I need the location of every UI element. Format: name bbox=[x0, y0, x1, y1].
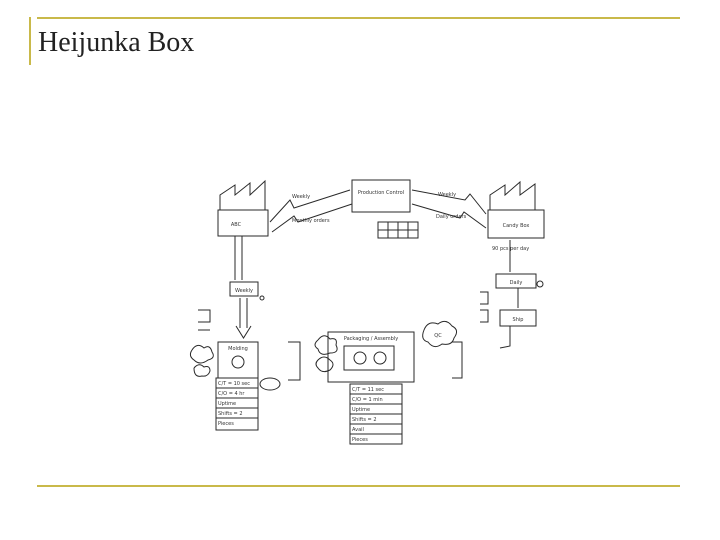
table1-row: Shifts = 2 bbox=[218, 411, 243, 417]
process-1-data-table bbox=[215, 377, 259, 431]
sketch-svg: ABC Production Control Candy Box Weekly … bbox=[189, 179, 545, 445]
qc-cloud-icon bbox=[422, 320, 458, 348]
qc-label: QC bbox=[434, 333, 442, 339]
supply-arrow bbox=[234, 236, 243, 280]
heijunka-value-stream-sketch: ABC Production Control Candy Box Weekly … bbox=[180, 170, 560, 450]
weekly-right-label: Weekly bbox=[438, 192, 456, 198]
process-2-box bbox=[327, 331, 415, 383]
table1-row: C/T = 10 sec bbox=[218, 381, 250, 387]
daily-truck-label: Daily bbox=[510, 280, 523, 286]
table2-row: Pieces bbox=[352, 437, 368, 443]
slide-title: Heijunka Box bbox=[38, 27, 195, 58]
customer-label: Candy Box bbox=[503, 223, 530, 229]
production-control-box bbox=[351, 179, 411, 213]
weekly-truck-icon bbox=[229, 281, 259, 297]
table2-row: Shifts = 2 bbox=[352, 417, 377, 423]
shipping-label: Ship bbox=[513, 317, 524, 323]
table1-row: Pieces bbox=[218, 421, 234, 427]
supplier-factory-icon bbox=[217, 179, 269, 237]
process-2-label: Packaging / Assembly bbox=[344, 336, 398, 342]
daily-orders-label: Daily orders bbox=[436, 214, 467, 220]
monthly-orders-label: Monthly orders bbox=[292, 218, 330, 224]
process-1-label: Molding bbox=[228, 346, 248, 352]
customer-demand-label: 90 pcs per day bbox=[492, 246, 529, 252]
left-accent-rule bbox=[29, 17, 31, 65]
table1-row: Uptime bbox=[218, 401, 236, 407]
table1-row: C/O = 4 hr bbox=[218, 391, 245, 397]
table2-row: C/O = 1 min bbox=[352, 397, 383, 403]
table2-row: C/T = 11 sec bbox=[352, 387, 384, 393]
customer-factory-icon bbox=[487, 180, 545, 239]
table2-row: Avail bbox=[352, 427, 364, 433]
production-control-label: Production Control bbox=[358, 190, 404, 196]
bottom-accent-rule bbox=[37, 485, 680, 487]
weekly-truck-label: Weekly bbox=[235, 288, 253, 294]
order-arrow-left bbox=[269, 189, 351, 223]
table2-row: Uptime bbox=[352, 407, 370, 413]
kaizen-burst-icon bbox=[189, 344, 214, 364]
supermarket-icon bbox=[259, 377, 281, 391]
weekly-left-label: Weekly bbox=[292, 194, 310, 200]
top-accent-rule bbox=[37, 17, 680, 19]
supplier-label: ABC bbox=[231, 222, 242, 228]
shipping-box bbox=[499, 309, 537, 327]
ship-truck-icon bbox=[495, 273, 537, 289]
order-arrow-right bbox=[411, 189, 487, 215]
